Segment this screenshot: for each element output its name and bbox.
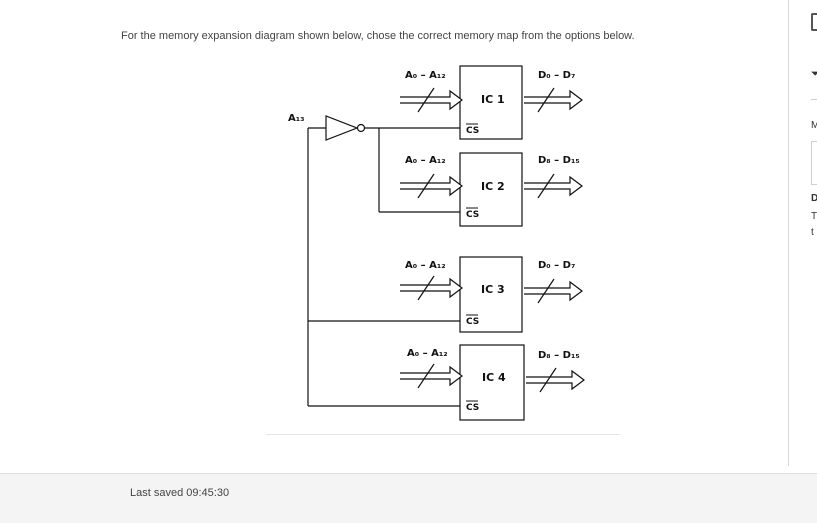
panel-input-box[interactable] [811, 141, 817, 185]
ic3-data-label: D₀ – D₇ [538, 260, 575, 271]
ic3-addr-bus-arrow [400, 275, 463, 301]
content-separator [266, 434, 620, 435]
inverter-gate [325, 115, 366, 141]
memory-expansion-diagram: A₁₃ IC 1 CS A₀ – A₁₂ D₀ – D₇ [288, 65, 585, 421]
a13-bus [307, 127, 462, 407]
ic3-addr-label: A₀ – A₁₂ [405, 260, 446, 271]
ic4-data-label: D₈ – D₁₅ [538, 350, 580, 361]
panel-text-t: T [811, 211, 817, 222]
question-text: For the memory expansion diagram shown b… [121, 30, 635, 42]
ic1-addr-bus-arrow [400, 87, 463, 113]
a13-label: A₁₃ [288, 113, 305, 124]
panel-label-m: M [811, 120, 817, 131]
inverter-output-wires [365, 127, 462, 213]
ic4-addr-bus-arrow [400, 363, 463, 389]
ic1-label: IC 1 [481, 93, 505, 106]
panel-text-t2: t [811, 227, 814, 238]
filter-icon[interactable]: ⏷ [811, 68, 817, 80]
ic4-block: IC 4 CS A₀ – A₁₂ D₈ – D₁₅ [400, 344, 585, 421]
ic2-label: IC 2 [481, 180, 505, 193]
ic2-cs: CS [466, 210, 479, 220]
panel-divider [811, 99, 817, 100]
ic1-cs: CS [466, 126, 479, 136]
ic1-addr-label: A₀ – A₁₂ [405, 70, 446, 81]
right-panel-divider [788, 0, 789, 466]
ic1-data-bus-arrow [524, 87, 583, 113]
ic3-cs: CS [466, 317, 479, 327]
right-side-panel: ⏷ M D T t [789, 0, 817, 466]
panel-toggle-icon[interactable] [811, 13, 817, 31]
ic3-data-bus-arrow [524, 278, 583, 304]
ic4-data-bus-arrow [526, 367, 585, 393]
ic1-block: IC 1 CS A₀ – A₁₂ D₀ – D₇ [400, 65, 583, 140]
ic4-addr-label: A₀ – A₁₂ [407, 348, 448, 359]
last-saved-status: Last saved 09:45:30 [130, 487, 230, 499]
ic3-block: IC 3 CS A₀ – A₁₂ D₀ – D₇ [400, 256, 583, 333]
footer-bar: Last saved 09:45:30 [0, 473, 817, 523]
ic2-block: IC 2 CS A₀ – A₁₂ D₈ – D₁₅ [400, 152, 583, 227]
ic2-data-label: D₈ – D₁₅ [538, 155, 580, 166]
ic4-label: IC 4 [482, 371, 506, 384]
ic2-addr-label: A₀ – A₁₂ [405, 155, 446, 166]
ic2-addr-bus-arrow [400, 173, 463, 199]
ic4-cs: CS [466, 403, 479, 413]
ic3-label: IC 3 [481, 283, 505, 296]
panel-label-d: D [811, 193, 817, 204]
ic2-data-bus-arrow [524, 173, 583, 199]
ic1-data-label: D₀ – D₇ [538, 70, 575, 81]
